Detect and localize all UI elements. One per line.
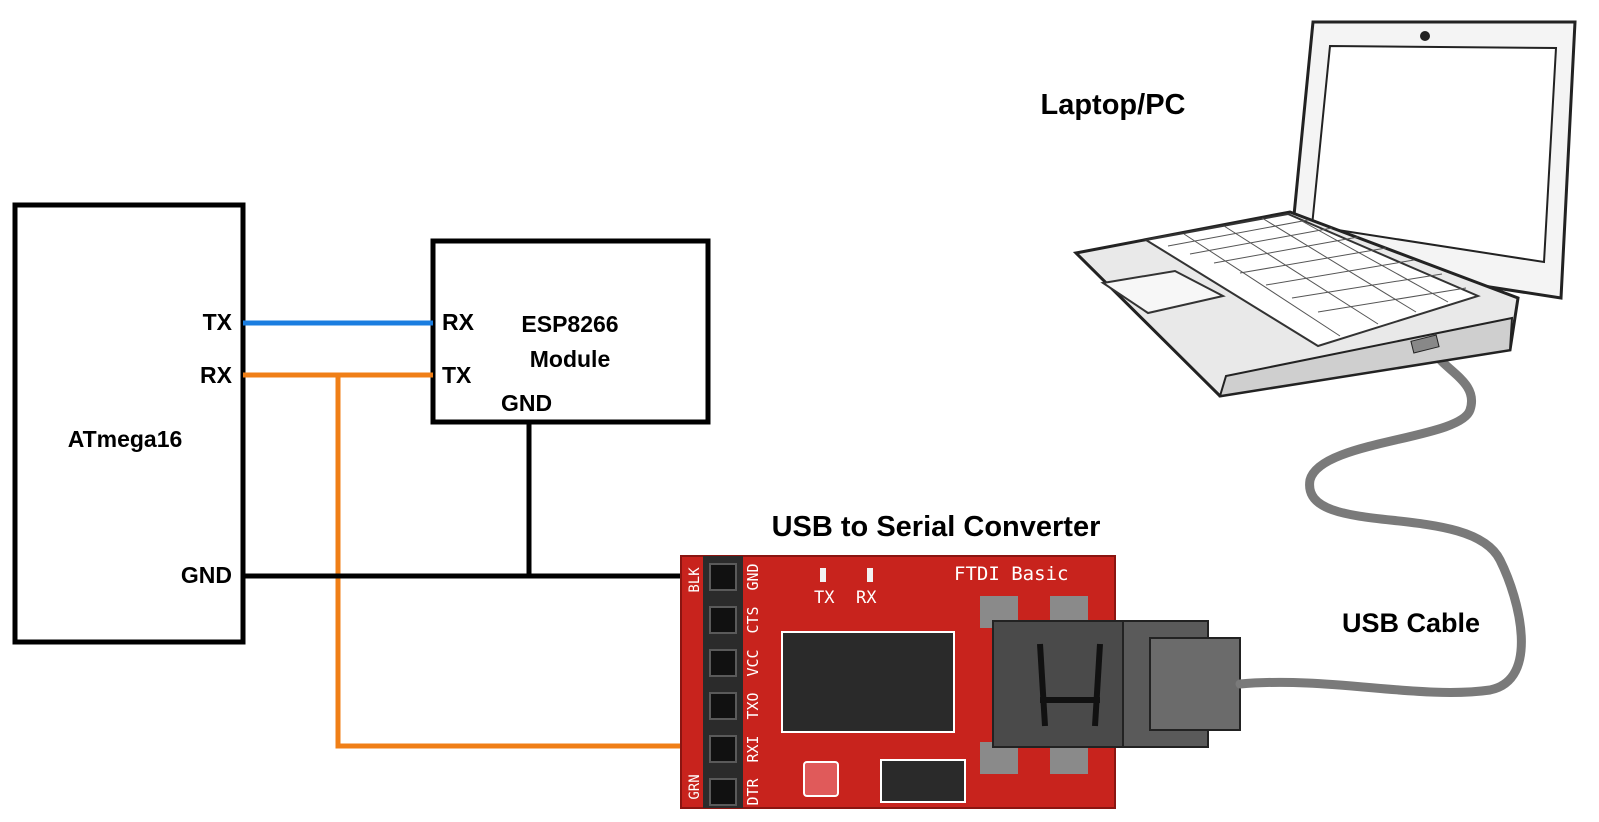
tx-led-icon — [820, 568, 826, 582]
pin-label-txo: TXO — [744, 692, 762, 719]
atmega16-title: ATmega16 — [68, 426, 183, 452]
rx-led-icon — [867, 568, 873, 582]
wires — [243, 320, 722, 749]
usb-cable — [1235, 340, 1526, 697]
grn-label: GRN — [687, 774, 703, 799]
esp8266-title-line1: ESP8266 — [521, 311, 618, 337]
keyboard-grid — [1167, 217, 1467, 337]
esp8266-box — [430, 238, 711, 425]
ftdi-chip — [781, 631, 955, 733]
rx-to-converter-wire — [335, 375, 722, 749]
regulator-chip — [880, 759, 966, 803]
usb-plug-boot — [1149, 637, 1241, 731]
esp8266-gnd-pin-label: GND — [501, 390, 552, 416]
laptop-front-edge — [1218, 316, 1514, 398]
atmega16-block: ATmega16 TX RX GND — [12, 202, 246, 645]
laptop-caption: Laptop/PC — [1041, 89, 1186, 121]
atmega16-box — [12, 202, 246, 645]
header-pin-txo — [709, 692, 737, 720]
header-pin-gnd — [709, 563, 737, 591]
led-pad — [803, 761, 839, 797]
laptop-usb-port — [1410, 334, 1440, 354]
laptop-illustration — [1072, 20, 1577, 398]
pin-header — [703, 556, 743, 808]
pin-label-vcc: VCC — [744, 649, 762, 676]
pin-label-rxi: RXI — [744, 735, 762, 762]
esp8266-rx-pin-label: RX — [442, 309, 475, 335]
header-pin-vcc — [709, 649, 737, 677]
pin-label-cts: CTS — [744, 606, 762, 633]
header-pins — [709, 563, 737, 806]
laptop-screen — [1310, 44, 1558, 264]
tx-led-label: TX — [814, 588, 835, 608]
usb-connector — [992, 620, 1241, 748]
pin-label-gnd: GND — [744, 563, 762, 590]
header-pin-rxi — [709, 735, 737, 763]
esp8266-block: ESP8266 Module RX TX GND — [430, 238, 711, 425]
usb-cable-caption: USB Cable — [1342, 608, 1480, 638]
ftdi-brand-label: FTDI Basic — [954, 563, 1068, 585]
atmega16-tx-pin-label: TX — [203, 309, 233, 335]
header-pin-cts — [709, 606, 737, 634]
pin-label-dtr: DTR — [744, 777, 762, 805]
laptop-touchpad — [1100, 269, 1226, 315]
esp8266-title-line2: Module — [530, 346, 611, 372]
converter-caption: USB to Serial Converter — [772, 511, 1101, 543]
blk-label: BLK — [687, 567, 703, 593]
atmega16-gnd-pin-label: GND — [181, 562, 232, 588]
atmega16-rx-pin-label: RX — [200, 362, 233, 388]
usb-symbol-icon — [1037, 643, 1103, 727]
usb-receptacle — [992, 620, 1124, 748]
esp8266-tx-pin-label: TX — [442, 362, 472, 388]
rx-led-label: RX — [856, 588, 877, 608]
webcam-icon — [1420, 31, 1430, 41]
header-pin-dtr — [709, 778, 737, 806]
